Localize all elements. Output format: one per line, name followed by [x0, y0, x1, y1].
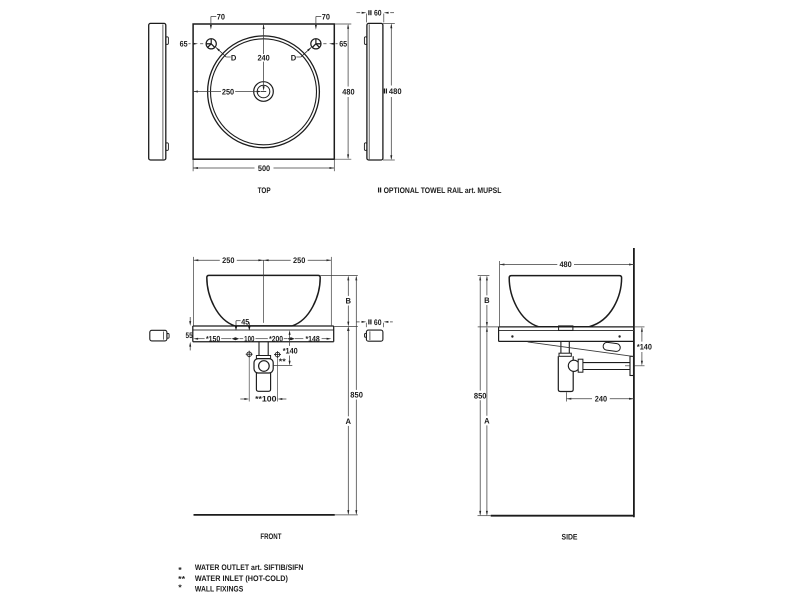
svg-text:A: A: [484, 417, 490, 426]
svg-text:850: 850: [350, 391, 363, 400]
svg-text:55: 55: [186, 331, 194, 340]
svg-text:480: 480: [559, 260, 572, 269]
svg-text:D: D: [231, 53, 237, 62]
svg-text:65: 65: [180, 40, 188, 49]
svg-text:WALL FIXINGS: WALL FIXINGS: [195, 585, 244, 594]
svg-text:WATER OUTLET art. SIFTIB/SIFN: WATER OUTLET art. SIFTIB/SIFN: [195, 563, 304, 572]
svg-text:250: 250: [222, 88, 235, 97]
svg-text:70: 70: [322, 13, 331, 22]
svg-text:500: 500: [258, 164, 271, 173]
svg-text:250: 250: [222, 256, 235, 265]
svg-text:B: B: [346, 297, 352, 306]
svg-text:70: 70: [217, 13, 226, 22]
svg-text:*: *: [178, 566, 182, 575]
svg-text:480: 480: [389, 87, 402, 96]
svg-text:850: 850: [474, 391, 487, 400]
svg-text:**: **: [279, 357, 287, 366]
svg-text:FRONT: FRONT: [260, 532, 281, 541]
svg-text:*140: *140: [637, 343, 652, 352]
svg-text:A: A: [346, 417, 352, 426]
svg-text:65: 65: [339, 40, 347, 49]
svg-text:*140: *140: [283, 347, 298, 356]
svg-text:240: 240: [595, 394, 608, 403]
svg-text:480: 480: [342, 88, 355, 97]
svg-text:60: 60: [374, 318, 382, 327]
svg-text:250: 250: [293, 256, 306, 265]
svg-text:SIDE: SIDE: [562, 533, 579, 542]
svg-text:D: D: [291, 53, 297, 62]
svg-text:**: **: [178, 574, 186, 583]
svg-text:60: 60: [374, 9, 382, 18]
svg-text:**100: **100: [255, 395, 277, 404]
svg-text:OPTIONAL TOWEL RAIL art. MUPSL: OPTIONAL TOWEL RAIL art. MUPSL: [384, 186, 502, 195]
svg-text:100: 100: [244, 334, 255, 343]
svg-text:*: *: [178, 583, 182, 592]
svg-text:*150: *150: [206, 334, 221, 343]
svg-text:240: 240: [257, 54, 270, 63]
svg-text:WATER INLET (HOT-COLD): WATER INLET (HOT-COLD): [195, 574, 288, 583]
svg-text:45: 45: [241, 317, 249, 326]
svg-text:B: B: [484, 296, 490, 305]
svg-text:TOP: TOP: [258, 186, 272, 195]
svg-text:*148: *148: [305, 334, 320, 343]
svg-text:*200: *200: [269, 334, 283, 343]
